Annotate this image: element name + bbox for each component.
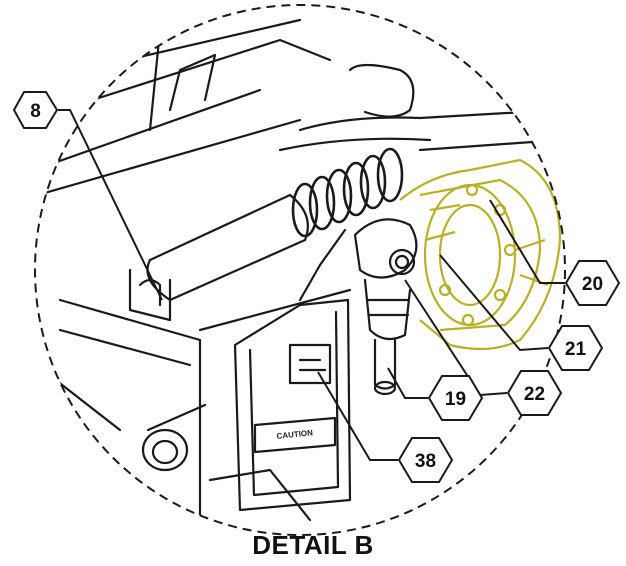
machinery-linework <box>35 18 562 522</box>
callout-22: 22 <box>506 370 563 416</box>
callout-label: 21 <box>565 339 587 360</box>
callout-19: 19 <box>427 375 484 421</box>
callout-38: 38 <box>397 437 454 483</box>
callout-label: 38 <box>415 451 436 472</box>
callout-label: 22 <box>524 384 545 405</box>
callout-8: 8 <box>12 91 59 129</box>
caution-decal-text: CAUTION <box>276 428 313 441</box>
callout-21: 21 <box>547 325 604 371</box>
highlighted-assembly <box>399 158 562 351</box>
callout-label: 19 <box>445 389 466 410</box>
callout-20: 20 <box>564 260 621 306</box>
detail-boundary <box>34 4 566 536</box>
leader-lines <box>58 109 565 461</box>
detail-caption: DETAIL B <box>252 530 374 560</box>
callout-label: 8 <box>30 101 41 122</box>
callout-label: 20 <box>582 274 603 295</box>
